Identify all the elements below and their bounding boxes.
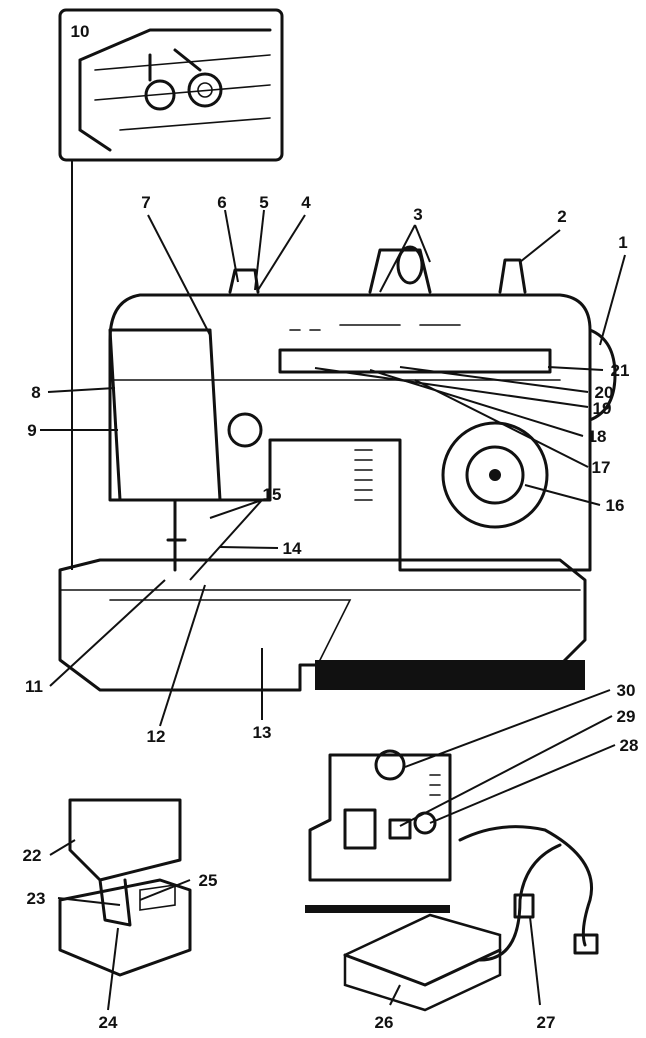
callout-1: 1 (618, 233, 627, 252)
callout-24: 24 (99, 1013, 118, 1032)
callout-26: 26 (375, 1013, 394, 1032)
callout-28: 28 (620, 736, 639, 755)
callout-7: 7 (141, 193, 150, 212)
callout-6: 6 (217, 193, 226, 212)
callout-27: 27 (537, 1013, 556, 1032)
callout-12: 12 (147, 727, 166, 746)
sewing-machine-body (58, 245, 617, 692)
callout-10: 10 (71, 22, 90, 41)
foot-pedal-detail (343, 825, 599, 1012)
callout-14: 14 (283, 539, 302, 558)
callout-11: 11 (25, 677, 43, 696)
presser-foot-detail (58, 798, 192, 977)
callout-labels: 1 2 3 4 5 6 7 8 9 10 11 12 13 14 15 16 1… (23, 22, 639, 1032)
callout-21: 21 (611, 361, 630, 380)
side-panel-detail (305, 749, 452, 913)
callout-2: 2 (557, 207, 566, 226)
callout-13: 13 (253, 723, 272, 742)
callout-9: 9 (27, 421, 36, 440)
callout-5: 5 (259, 193, 268, 212)
callout-16: 16 (606, 496, 625, 515)
callout-4: 4 (301, 193, 311, 212)
callout-8: 8 (31, 383, 40, 402)
callout-19: 19 (593, 399, 612, 418)
leader-lines (40, 209, 626, 1011)
callout-3: 3 (413, 205, 422, 224)
callout-20: 20 (595, 383, 614, 402)
callout-17: 17 (592, 458, 611, 477)
callout-22: 22 (23, 846, 42, 865)
callout-25: 25 (199, 871, 218, 890)
inset-bobbin-winder-detail (58, 8, 284, 570)
callout-29: 29 (617, 707, 636, 726)
callout-23: 23 (27, 889, 46, 908)
callout-15: 15 (263, 485, 282, 504)
callout-30: 30 (617, 681, 636, 700)
callout-18: 18 (588, 427, 607, 446)
